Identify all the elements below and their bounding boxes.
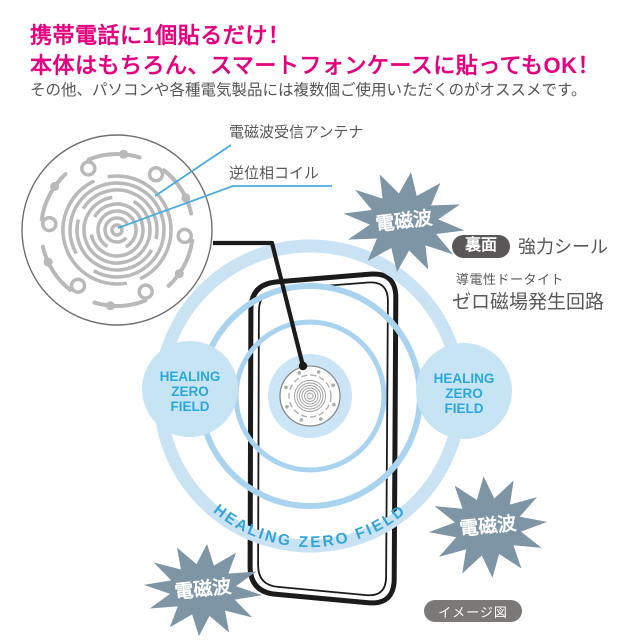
healing-circle-right: HEALING ZERO FIELD bbox=[416, 343, 512, 439]
coil-label: 逆位相コイル bbox=[229, 165, 320, 182]
antenna-leader-line bbox=[154, 144, 232, 197]
healing-line3: FIELD bbox=[445, 401, 484, 416]
healing-circle-left: HEALING ZERO FIELD bbox=[142, 341, 238, 437]
connector-tip-dot bbox=[298, 361, 308, 371]
subtext: その他、パソコンや各種電気製品には複数個ご使用いただくのがオススメです。 bbox=[30, 82, 587, 99]
image-note-badge: イメージ図 bbox=[424, 600, 522, 622]
healing-line1: HEALING bbox=[434, 371, 495, 386]
back-badge: 裏面 bbox=[452, 234, 511, 258]
healing-line3: FIELD bbox=[171, 399, 210, 414]
zero-circuit-label: ゼロ磁場発生回路 bbox=[452, 292, 605, 313]
healing-line2: ZERO bbox=[171, 384, 209, 399]
emf-starburst-top: 電磁波 bbox=[336, 163, 472, 281]
coil-leader-line bbox=[117, 185, 332, 229]
antenna-label: 電磁波受信アンテナ bbox=[229, 124, 364, 141]
back-side-row: 裏面 強力シール bbox=[452, 233, 608, 259]
headline-line1: 携帯電話に1個貼るだけ！ bbox=[30, 23, 291, 48]
emf-starburst-right: 電磁波 bbox=[424, 471, 552, 583]
connector-line bbox=[213, 240, 308, 371]
strong-seal-label: 強力シール bbox=[518, 237, 609, 257]
headline-line2: 本体はもちろん、スマートフォンケースに貼ってもOK！ bbox=[30, 53, 601, 78]
leader-lines bbox=[117, 144, 332, 229]
coil-diagram bbox=[21, 134, 213, 326]
conductive-label: 導電性ドータイト bbox=[456, 272, 565, 287]
emf-starburst-bottom-left: 電磁波 bbox=[139, 538, 267, 640]
sticker-on-phone bbox=[279, 365, 341, 427]
healing-line1: HEALING bbox=[160, 369, 221, 384]
healing-line2: ZERO bbox=[445, 386, 483, 401]
